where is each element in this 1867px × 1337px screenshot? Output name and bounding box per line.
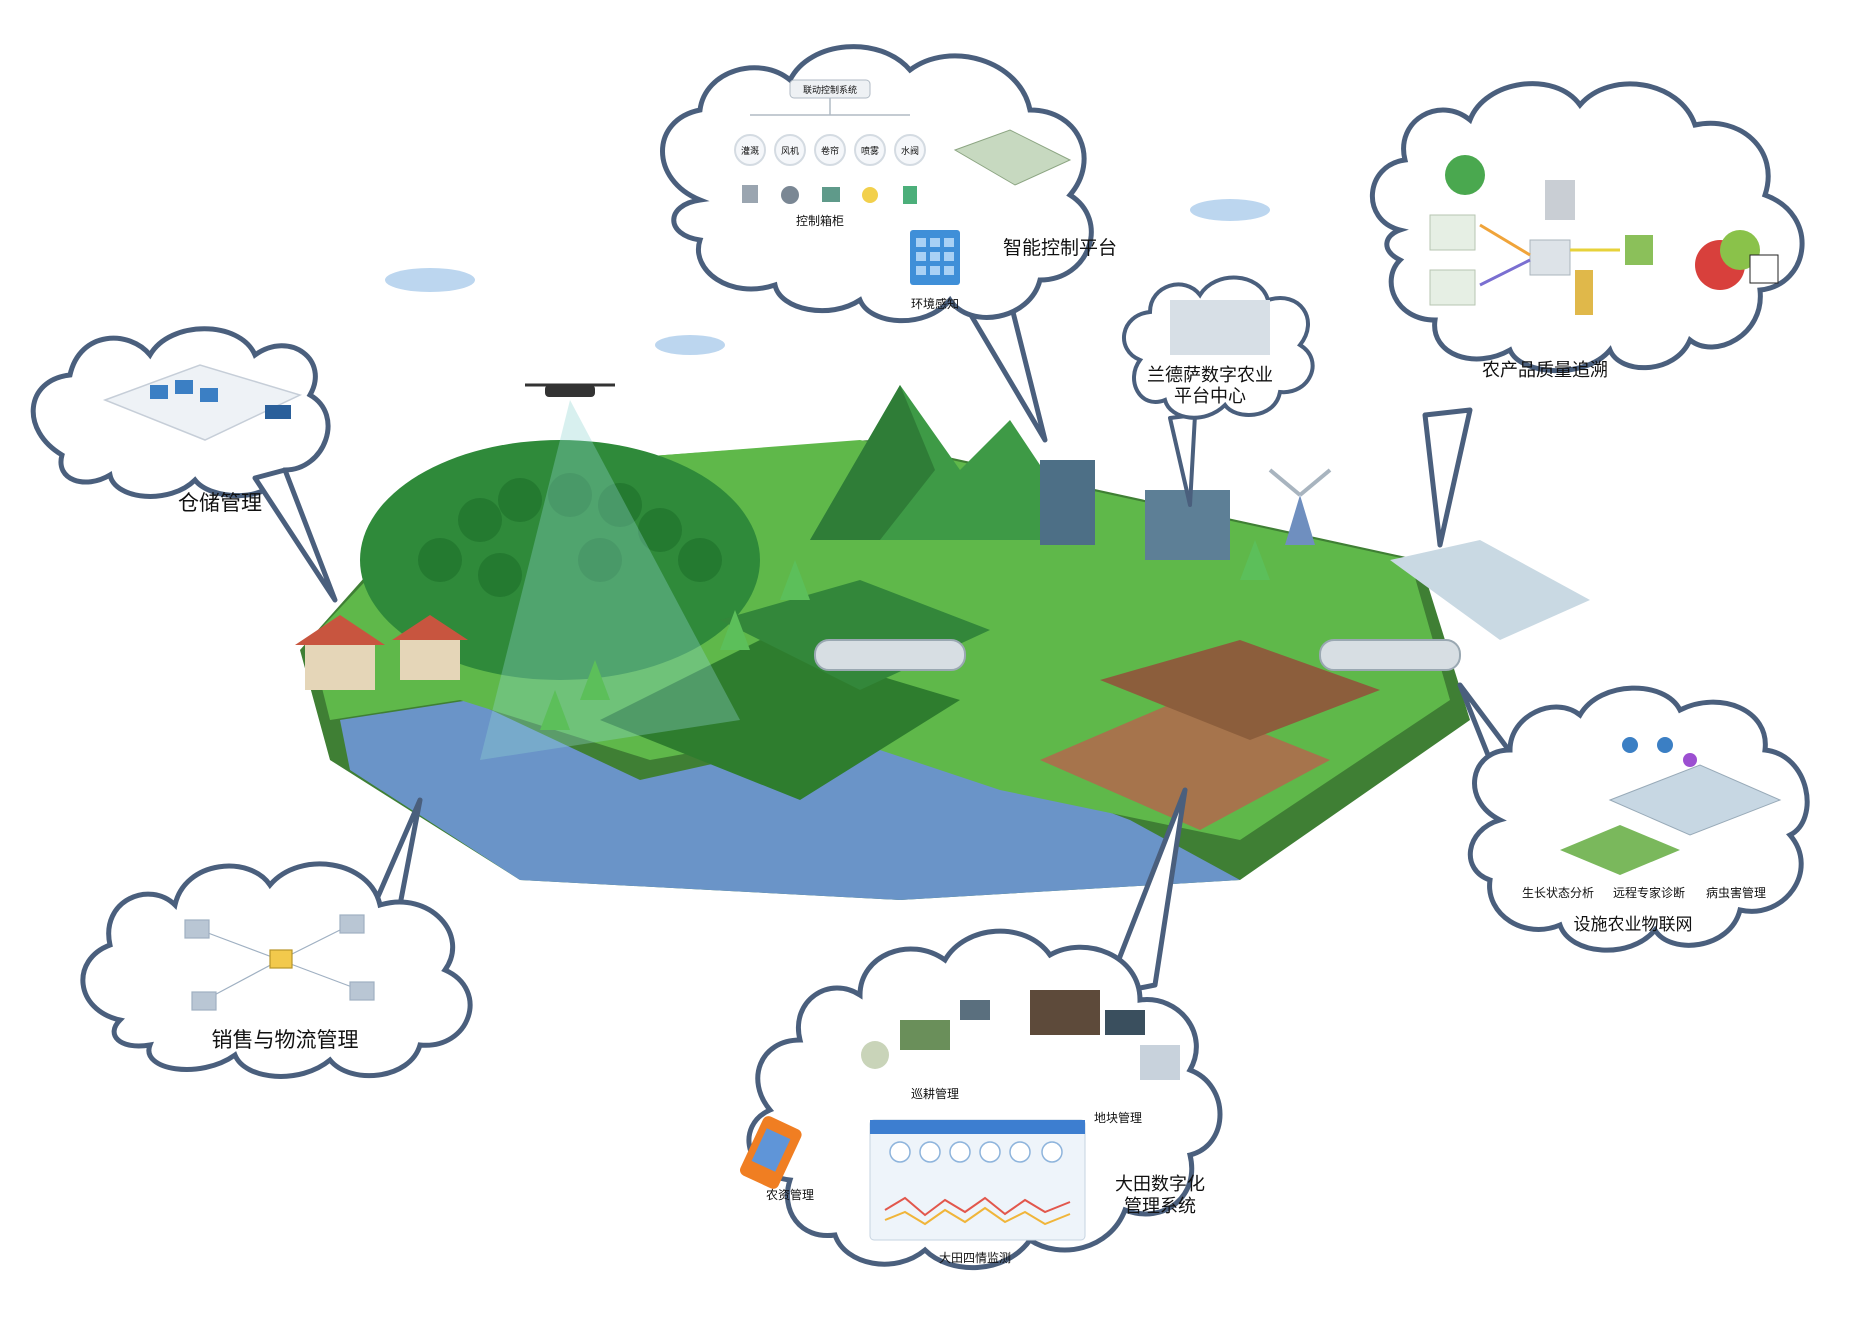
svg-text:卷帘: 卷帘 — [821, 145, 839, 157]
control-system-label: 联动控制系统 — [803, 84, 857, 96]
greenhouse-diagram — [953, 129, 1072, 186]
drone-scan-beam — [480, 400, 740, 760]
svg-text:水阀: 水阀 — [901, 145, 919, 157]
warehouse-title: 仓储管理 — [178, 491, 262, 515]
svg-text:灌溉: 灌溉 — [741, 145, 759, 157]
cloud-field[interactable]: 巡耕管理 地块管理 农资管理 大田四情监测 大田数字化 管理系统 — [738, 787, 1223, 1271]
monitor-label: 大田四情监测 — [939, 1251, 1011, 1265]
patrol-label: 巡耕管理 — [911, 1086, 959, 1101]
sky-cloud — [385, 199, 1270, 355]
traceability-title: 农产品质量追溯 — [1482, 360, 1608, 381]
farm-house — [295, 615, 468, 690]
cloud-iot[interactable]: 生长状态分析 远程专家诊断 病虫害管理 设施农业物联网 — [1457, 682, 1810, 953]
iot-title: 设施农业物联网 — [1574, 915, 1693, 935]
iot-sub-pest: 病虫害管理 — [1706, 885, 1766, 900]
control-node-spray[interactable] — [854, 134, 886, 166]
warehouse-diagram — [102, 364, 303, 441]
iot-greenhouse-diagram — [1560, 737, 1782, 875]
control-node-valve[interactable] — [894, 134, 926, 166]
field-title-line2: 管理系统 — [1124, 1196, 1196, 1217]
river — [340, 700, 1240, 900]
logistics-network-diagram — [184, 914, 375, 1011]
svg-text:喷雾: 喷雾 — [861, 146, 879, 157]
field-title-line1: 大田数字化 — [1115, 1174, 1205, 1195]
center-title-line2: 平台中心 — [1174, 386, 1246, 407]
input-label: 农资管理 — [766, 1187, 814, 1202]
cloud-center[interactable]: 兰德萨数字农业 平台中心 — [1122, 275, 1315, 507]
greenhouse — [814, 639, 1461, 671]
control-nodes: 灌溉 风机 卷帘 喷雾 水阀 — [734, 134, 926, 166]
control-cabinet-label: 控制箱柜 — [796, 213, 844, 228]
iot-sub-expert: 远程专家诊断 — [1613, 885, 1685, 900]
handheld-terminal-icon — [739, 1116, 802, 1189]
logistics-title: 销售与物流管理 — [212, 1028, 359, 1052]
env-sensing-label: 环境感知 — [911, 296, 959, 311]
forest-hill — [360, 440, 760, 680]
drone — [525, 383, 615, 397]
windmill — [1268, 468, 1332, 545]
control-title: 智能控制平台 — [1003, 237, 1117, 259]
control-node-fan[interactable] — [774, 134, 806, 166]
center-title-line1: 兰德萨数字农业 — [1147, 365, 1273, 386]
monitoring-dashboard — [869, 1119, 1086, 1241]
center-room-image — [1170, 300, 1270, 355]
traceability-flow-diagram — [1429, 155, 1779, 315]
cloud-warehouse[interactable]: 仓储管理 — [30, 326, 338, 603]
cloud-control[interactable]: 联动控制系统 灌溉 风机 卷帘 喷雾 水阀 控制箱柜 — [660, 44, 1118, 443]
patrol-diagram — [861, 1000, 990, 1069]
iot-sub-growth: 生长状态分析 — [1522, 886, 1594, 900]
cloud-logistics[interactable]: 销售与物流管理 — [80, 797, 473, 1079]
control-node-irrigation[interactable] — [734, 134, 766, 166]
plot-diagram — [1030, 990, 1180, 1080]
farm-island — [295, 383, 1590, 900]
retail-store — [1390, 540, 1590, 640]
crop-field — [720, 580, 990, 690]
soil-field — [1100, 640, 1380, 740]
cloud-traceability[interactable]: 农产品质量追溯 — [1370, 81, 1805, 548]
control-tower — [1040, 460, 1095, 545]
plot-label: 地块管理 — [1094, 1110, 1142, 1125]
control-node-curtain[interactable] — [814, 134, 846, 166]
device-icons — [742, 185, 917, 204]
svg-text:风机: 风机 — [781, 145, 799, 157]
